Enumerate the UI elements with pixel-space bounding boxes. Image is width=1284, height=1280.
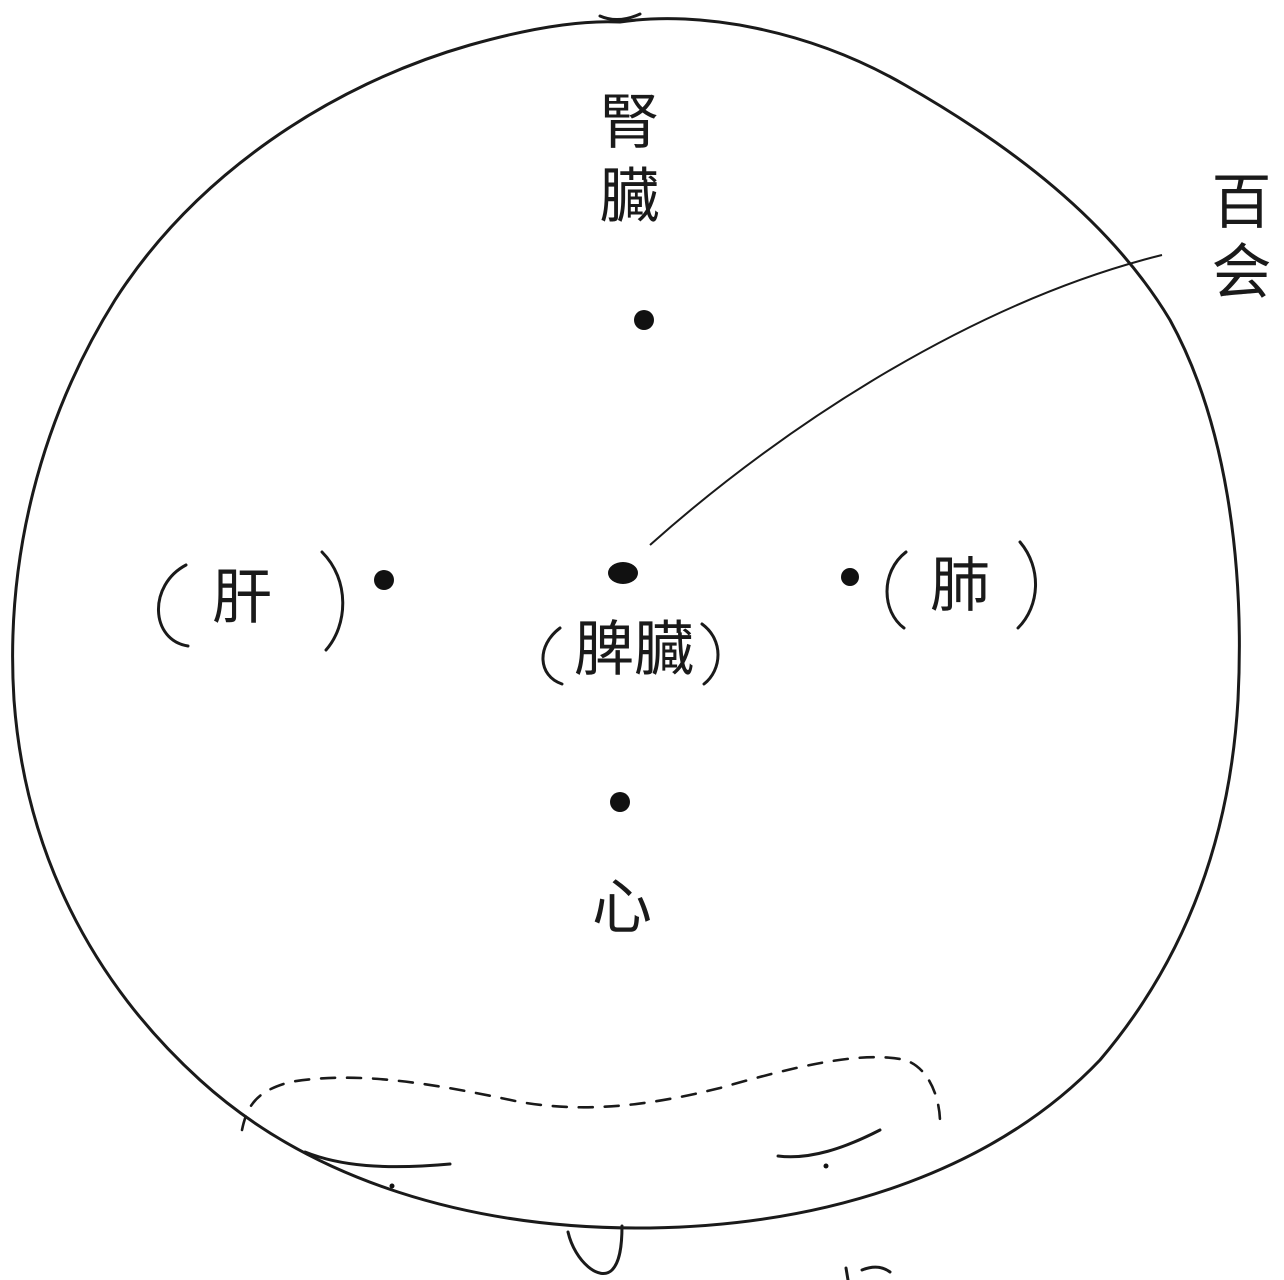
crown-notch: [598, 12, 642, 21]
label-top: 腎臓: [589, 90, 659, 238]
leader-line: [649, 254, 1163, 546]
left-close-paren: [320, 550, 345, 652]
callout-label: 百会: [1201, 170, 1271, 310]
left-open-paren: [157, 563, 190, 648]
partial-mark: [844, 1265, 892, 1280]
point-left-dot: [374, 570, 394, 590]
right-open-paren: [885, 550, 908, 630]
center-close-paren: [700, 622, 720, 686]
label-bottom: 心: [592, 873, 652, 943]
center-open-paren: [541, 626, 564, 686]
point-bottom-dot: [610, 792, 630, 812]
right-close-paren: [1016, 540, 1037, 630]
left-eyebrow: [303, 1150, 452, 1169]
point-center-dot: [608, 562, 638, 584]
label-center: 脾臓: [574, 615, 694, 685]
right-eye-mark: [823, 1163, 829, 1169]
right-eyebrow: [776, 1128, 882, 1159]
label-right: 肺: [930, 551, 990, 621]
point-top-dot: [634, 310, 654, 330]
face-dashed-outline: [240, 1055, 942, 1132]
point-right-dot: [841, 568, 859, 586]
left-eye-mark: [389, 1183, 395, 1189]
label-left: 肝: [212, 563, 272, 633]
nose-outline: [566, 1224, 624, 1275]
